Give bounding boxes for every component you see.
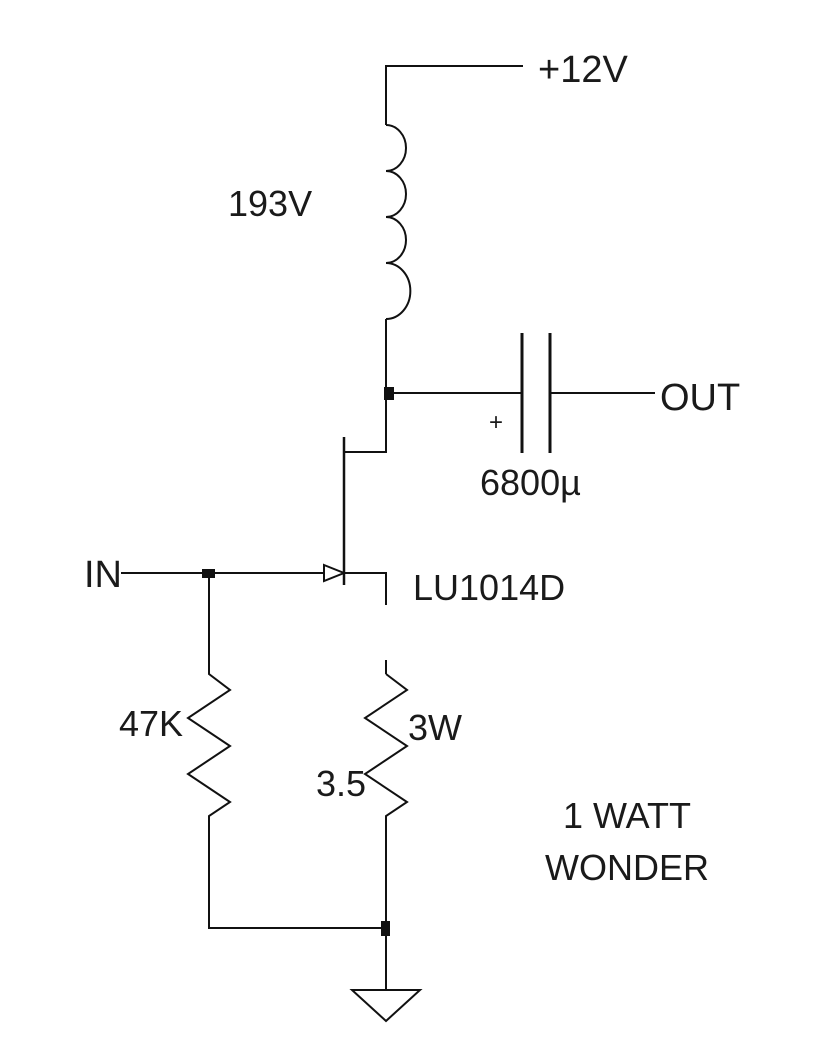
capacitor-label: 6800µ: [480, 462, 581, 503]
output-label: OUT: [660, 377, 740, 419]
title-line-2: WONDER: [545, 847, 709, 888]
bias-resistor-zigzag: [186, 660, 232, 836]
supply-label: +12V: [538, 49, 628, 91]
drain-wire: [344, 319, 387, 453]
input-label: IN: [84, 554, 122, 596]
bias-resistor-bottom-lead: [208, 836, 386, 929]
transistor-label: LU1014D: [413, 567, 565, 608]
ground-junction-dot: [381, 921, 390, 936]
inductor-label: 193V: [228, 183, 312, 224]
ground-icon: [349, 989, 423, 1023]
capacitor-polarity-mark: +: [489, 409, 503, 436]
title-line-1: 1 WATT: [563, 795, 691, 836]
load-resistor-zigzag: [363, 673, 409, 836]
supply-wire: [385, 65, 523, 125]
source-wire: [344, 572, 387, 605]
inductor-coil: [385, 124, 412, 320]
load-resistor-power-label: 3W: [408, 707, 462, 748]
load-resistor-value-label: 3.5: [316, 763, 366, 804]
gate-arrow-icon: [323, 563, 347, 583]
bias-resistor-label: 47K: [119, 703, 183, 744]
